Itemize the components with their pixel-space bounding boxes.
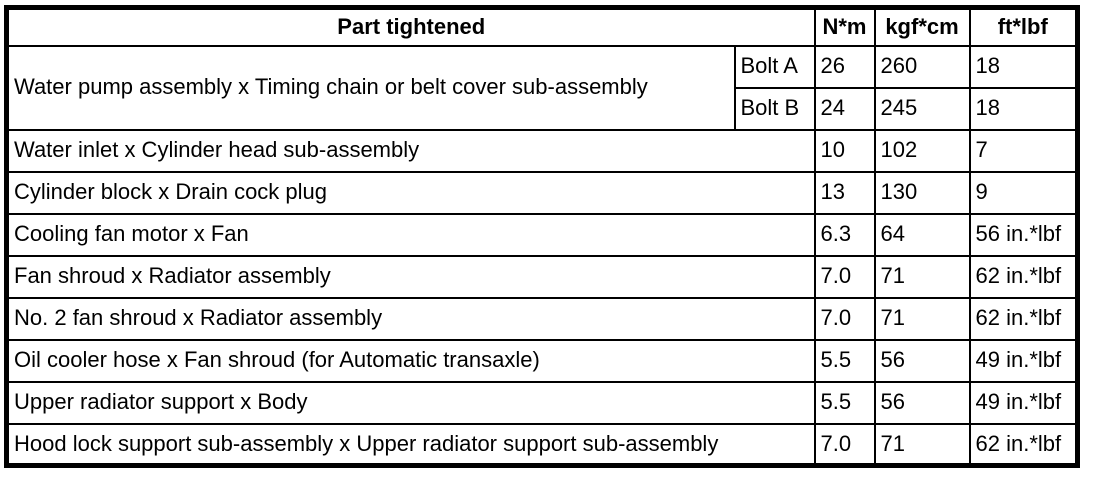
table-row: Hood lock support sub-assembly x Upper r… [5,422,1079,467]
ftlbf-cell: 18 [968,86,1079,131]
part-cell: Water pump assembly x Timing chain or be… [5,44,736,131]
header-kgfcm: kgf*cm [873,6,971,47]
kgfcm-cell: 245 [873,86,971,131]
nm-cell: 5.5 [813,380,876,425]
table-row: Oil cooler hose x Fan shroud (for Automa… [5,338,1079,383]
table-row-water-pump-bolt-a: Water pump assembly x Timing chain or be… [5,44,1079,131]
ftlbf-cell: 18 [968,44,1079,89]
header-ftlbf: ft*lbf [968,6,1079,47]
nm-cell: 7.0 [813,254,876,299]
part-cell: No. 2 fan shroud x Radiator assembly [5,296,816,341]
ftlbf-cell: 49 in.*lbf [968,380,1079,425]
kgfcm-cell: 130 [873,170,971,215]
kgfcm-cell: 64 [873,212,971,257]
ftlbf-cell: 49 in.*lbf [968,338,1079,383]
table-row: Upper radiator support x Body 5.5 56 49 … [5,380,1079,425]
bolt-cell: Bolt A [733,44,816,89]
nm-cell: 10 [813,128,876,173]
table-row: Cylinder block x Drain cock plug 13 130 … [5,170,1079,215]
ftlbf-cell: 62 in.*lbf [968,422,1079,467]
kgfcm-cell: 71 [873,296,971,341]
torque-spec-table: Part tightened N*m kgf*cm ft*lbf Water p… [4,5,1080,468]
nm-cell: 24 [813,86,876,131]
header-part-tightened: Part tightened [5,6,816,47]
kgfcm-cell: 102 [873,128,971,173]
table-row: No. 2 fan shroud x Radiator assembly 7.0… [5,296,1079,341]
table-row: Water inlet x Cylinder head sub-assembly… [5,128,1079,173]
nm-cell: 13 [813,170,876,215]
part-cell: Upper radiator support x Body [5,380,816,425]
kgfcm-cell: 260 [873,44,971,89]
table-row: Fan shroud x Radiator assembly 7.0 71 62… [5,254,1079,299]
part-cell: Fan shroud x Radiator assembly [5,254,816,299]
part-cell: Water inlet x Cylinder head sub-assembly [5,128,816,173]
ftlbf-cell: 9 [968,170,1079,215]
header-nm: N*m [813,6,876,47]
part-cell: Cylinder block x Drain cock plug [5,170,816,215]
bolt-cell: Bolt B [733,86,816,131]
table-row: Cooling fan motor x Fan 6.3 64 56 in.*lb… [5,212,1079,257]
nm-cell: 7.0 [813,296,876,341]
part-cell: Hood lock support sub-assembly x Upper r… [5,422,816,467]
table-header-row: Part tightened N*m kgf*cm ft*lbf [5,6,1079,47]
ftlbf-cell: 56 in.*lbf [968,212,1079,257]
kgfcm-cell: 56 [873,338,971,383]
nm-cell: 26 [813,44,876,89]
nm-cell: 7.0 [813,422,876,467]
ftlbf-cell: 7 [968,128,1079,173]
part-cell: Cooling fan motor x Fan [5,212,816,257]
nm-cell: 5.5 [813,338,876,383]
part-cell: Oil cooler hose x Fan shroud (for Automa… [5,338,816,383]
ftlbf-cell: 62 in.*lbf [968,296,1079,341]
ftlbf-cell: 62 in.*lbf [968,254,1079,299]
nm-cell: 6.3 [813,212,876,257]
kgfcm-cell: 71 [873,422,971,467]
table-row-water-pump-bolt-b: Bolt B 24 245 18 [7,86,1079,131]
kgfcm-cell: 56 [873,380,971,425]
kgfcm-cell: 71 [873,254,971,299]
